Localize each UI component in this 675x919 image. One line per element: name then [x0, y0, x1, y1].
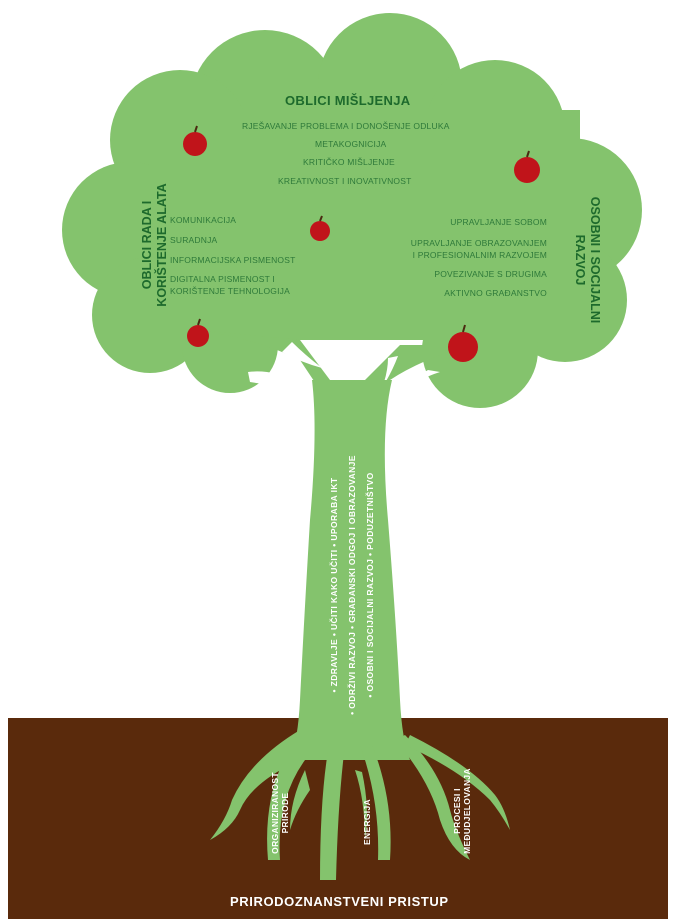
- left-item: KOMUNIKACIJA: [170, 215, 237, 225]
- right-item: POVEZIVANJE S DRUGIMA: [434, 269, 547, 279]
- top-item: KREATIVNOST I INOVATIVNOST: [278, 176, 412, 186]
- ground-title: PRIRODOZNANSTVENI PRISTUP: [230, 894, 449, 909]
- apples: [183, 125, 540, 362]
- top-item: METAKOGNICIJA: [315, 139, 387, 149]
- left-item: SURADNJA: [170, 235, 218, 245]
- trunk-line: • OSOBNI I SOCIJALNI RAZVOJ • PODUZETNIŠ…: [365, 472, 375, 698]
- roots: [210, 730, 510, 880]
- apple: [514, 150, 540, 183]
- left-item: DIGITALNA PISMENOST I: [170, 274, 275, 284]
- trunk-line: • ODRŽIVI RAZVOJ • GRAĐANSKI ODGOJ I OBR…: [347, 455, 357, 715]
- top-item: KRITIČKO MIŠLJENJE: [303, 157, 395, 167]
- right-item: AKTIVNO GRAĐANSTVO: [444, 288, 547, 298]
- canopy: [62, 13, 642, 408]
- right-item: I PROFESIONALNIM RAZVOJEM: [412, 250, 547, 260]
- apple: [310, 215, 330, 241]
- apple: [183, 125, 207, 156]
- right-item: UPRAVLJANJE OBRAZOVANJEM: [410, 238, 547, 248]
- trunk-line: • ZDRAVLJE • UČITI KAKO UČITI • UPORABA …: [329, 477, 339, 693]
- left-item: KORIŠTENJE TEHNOLOGIJA: [170, 286, 290, 296]
- root-label-energija: ENERGIJA: [362, 799, 372, 845]
- apple: [448, 324, 478, 362]
- left-item: INFORMACIJSKA PISMENOST: [170, 255, 296, 265]
- apple: [187, 318, 209, 347]
- top-section-title: OBLICI MIŠLJENJA: [285, 93, 411, 108]
- top-item: RJEŠAVANJE PROBLEMA I DONOŠENJE ODLUKA: [242, 121, 450, 131]
- right-section-title: OSOBNI I SOCIJALNI RAZVOJ: [573, 196, 602, 324]
- trunk: [290, 380, 410, 760]
- right-item: UPRAVLJANJE SOBOM: [450, 217, 547, 227]
- root-label-organiziranost: ORGANIZIRANOST PRIRODE: [270, 772, 291, 854]
- root-label-procesi: PROCESI I MEĐUDJELOVANJA: [452, 768, 473, 854]
- trunk-text: • ZDRAVLJE • UČITI KAKO UČITI • UPORABA …: [325, 375, 385, 795]
